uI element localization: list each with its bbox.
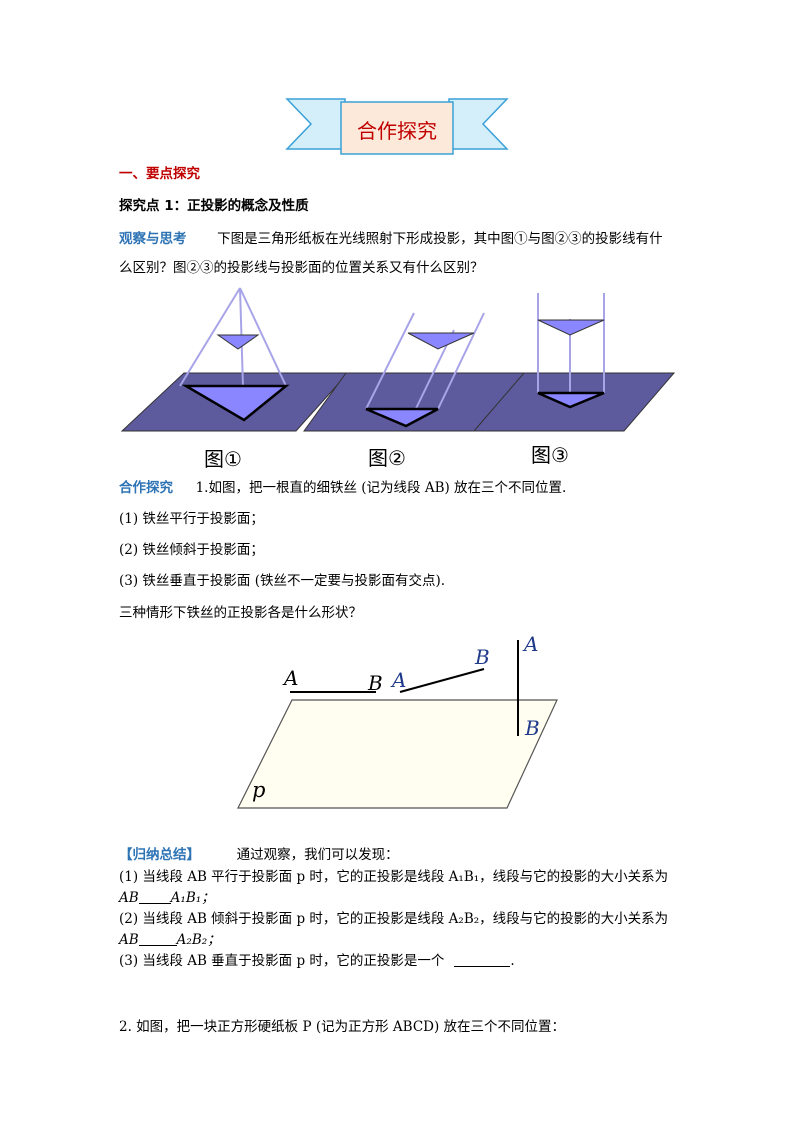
label-b1: B	[368, 671, 383, 695]
coop-tag: 合作探究	[119, 480, 173, 496]
summary-intro: 通过观察，我们可以发现：	[236, 847, 399, 863]
coop-paragraph: 合作探究 1.如图，把一根直的细铁丝 (记为线段 AB) 放在三个不同位置.	[119, 478, 566, 498]
observe-tag: 观察与思考	[119, 231, 187, 247]
coop-item-1: (1) 铁丝平行于投影面；	[119, 511, 264, 527]
question-2: 2. 如图，把一块正方形硬纸板 P (记为正方形 ABCD) 放在三个不同位置：	[119, 1019, 566, 1035]
label-b2: B	[475, 645, 490, 669]
blank-3	[454, 953, 511, 967]
summary-l3: (3) 当线段 AB 垂直于投影面 p 时，它的正投影是一个.	[119, 951, 515, 971]
coop-intro: 1.如图，把一根直的细铁丝 (记为线段 AB) 放在三个不同位置.	[195, 480, 567, 496]
summary-l2a: (2) 当线段 AB 倾斜于投影面 p 时，它的正投影是线段 A₂B₂，线段与它…	[119, 911, 669, 927]
wire-oblique	[399, 668, 485, 693]
projection-plane	[237, 699, 558, 809]
figure-label-2: 图②	[368, 446, 406, 470]
label-a3: A	[524, 632, 539, 656]
section-heading: 一、要点探究	[119, 166, 200, 182]
label-b3: B	[525, 716, 540, 740]
coop-question: 三种情形下铁丝的正投影各是什么形状？	[119, 605, 362, 621]
summary-l3-pre: (3) 当线段 AB 垂直于投影面 p 时，它的正投影是一个	[119, 953, 445, 969]
figure2-panel	[303, 312, 532, 432]
summary-l2b-post: A₂B₂；	[176, 932, 221, 948]
coop-item-3: (3) 铁丝垂直于投影面 (铁丝不一定要与投影面有交点).	[119, 573, 446, 589]
observe-line1: 下图是三角形纸板在光线照射下形成投影，其中图①与图②③的投影线有什	[217, 231, 663, 247]
projection-figure: 图① 图② 图③	[118, 285, 678, 475]
summary-l1b-pre: AB	[119, 890, 139, 906]
title-banner: 合作探究	[285, 97, 509, 157]
point-heading: 探究点 1：正投影的概念及性质	[119, 198, 309, 214]
summary-l1a: (1) 当线段 AB 平行于投影面 p 时，它的正投影是线段 A₁B₁，线段与它…	[119, 869, 669, 885]
figure-label-1: 图①	[204, 447, 242, 471]
observe-paragraph: 观察与思考 下图是三角形纸板在光线照射下形成投影，其中图①与图②③的投影线有什	[119, 229, 663, 249]
summary-l1b-post: A₁B₁；	[170, 890, 215, 906]
blank-1	[138, 890, 171, 904]
plane-label: p	[252, 778, 266, 802]
blank-2	[138, 932, 177, 946]
ribbon-graphic	[285, 98, 509, 155]
summary-l2b: AB A₂B₂；	[119, 930, 221, 950]
figure-label-3: 图③	[531, 443, 569, 467]
figure3-panel	[472, 293, 676, 432]
summary-l3-post: .	[510, 953, 515, 969]
summary-l2b-pre: AB	[119, 932, 139, 948]
summary-paragraph: 【归纳总结】 通过观察，我们可以发现：	[119, 845, 399, 865]
figure1-panel	[120, 287, 350, 432]
banner-title: 合作探究	[357, 119, 437, 143]
wire-figure: p A B A B A B	[230, 628, 570, 818]
label-a1: A	[284, 666, 299, 690]
summary-l1b: AB A₁B₁；	[119, 888, 215, 908]
summary-tag: 【归纳总结】	[119, 847, 200, 863]
label-a2: A	[392, 668, 407, 692]
observe-line2: 么区别？图②③的投影线与投影面的位置关系又有什么区别？	[119, 260, 484, 276]
coop-item-2: (2) 铁丝倾斜于投影面；	[119, 542, 264, 558]
